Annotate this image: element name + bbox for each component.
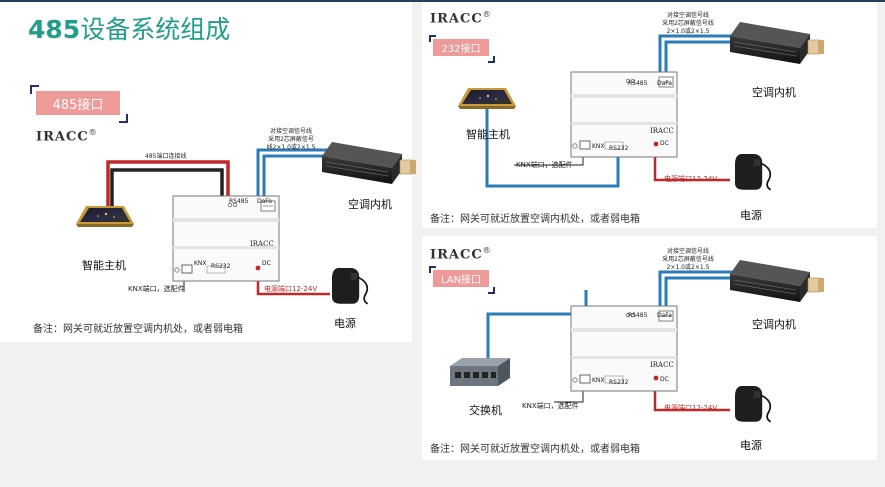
d232-blue-host-cable: [485, 108, 620, 188]
d232-brand-logo: IRACC®: [430, 10, 492, 27]
dlan-switch-label: 交换机: [469, 404, 502, 417]
d485-ac-label: 空调内机: [348, 198, 392, 211]
dlan-signal-line-3: 2×1.0或2×1.5: [666, 264, 710, 271]
dlan-blue-wire-1: [658, 270, 735, 306]
dlan-blue-wire-2: [664, 276, 735, 306]
d485-red-cable: [106, 160, 230, 207]
d485-host: [76, 206, 134, 227]
dlan-signal-line-1: 对接空调信号线: [666, 248, 709, 255]
d232-power-label: 电源: [740, 209, 762, 222]
dlan-power-label: 电源: [740, 439, 762, 452]
dlan-badge-corner-tl: [429, 266, 436, 273]
d232-gw-knx: KNX: [592, 143, 605, 150]
d232-gw-brand: IRACC: [650, 127, 674, 135]
d485-power-label: 电源: [334, 317, 356, 330]
d232-ac-label: 空调内机: [752, 86, 796, 99]
d485-gw-knx: KNX: [194, 260, 207, 267]
dlan-signal-line-2: 采用2芯屏蔽信号线: [662, 256, 714, 263]
d232-power-adapter: [734, 153, 772, 191]
d485-host-label: 智能主机: [82, 259, 126, 272]
dlan-switch: [450, 358, 510, 386]
d232-gw-rs232: RS232: [609, 145, 629, 152]
d232-badge-corner-br: [488, 56, 495, 63]
dlan-gw-brand: IRACC: [650, 361, 674, 369]
d485-signal-line-2: 采用2芯屏蔽信号: [268, 136, 314, 143]
d485-note: 备注：网关可就近放置空调内机处，或者弱电箱: [33, 324, 243, 335]
d232-blue-wire-1: [658, 34, 735, 72]
d232-host: [458, 88, 516, 109]
dlan-power-port-label: 电源端口12-24V: [664, 404, 718, 412]
top-rule: [0, 0, 885, 2]
d485-brand-logo: IRACC®: [36, 128, 98, 145]
d485-signal-line-3: 线2×1.0或2×1.5: [266, 144, 316, 151]
d485-knx-label: KNX端口，选配件: [128, 285, 185, 293]
d485-signal-line-1: 对接空调信号线: [269, 128, 312, 135]
d485-cable-label: 485端口连接线: [145, 153, 187, 160]
d232-signal-note: 对接空调信号线 采用2芯屏蔽信号线 2×1.0或2×1.5: [656, 12, 720, 36]
d232-badge-corner-tl: [429, 35, 436, 42]
d485-badge: 485接口: [36, 91, 120, 115]
d485-blue-wire-1: [256, 148, 328, 196]
dlan-gw-rs485: RS485: [628, 312, 648, 319]
d485-badge-corner-br: [119, 114, 128, 123]
d485-blue-wire-2: [262, 154, 328, 196]
d232-signal-line-1: 对接空调信号线: [666, 12, 709, 19]
d485-gw-brand: IRACC: [250, 240, 274, 248]
d232-badge: 232接口: [433, 39, 489, 56]
dlan-brand-logo: IRACC®: [430, 246, 492, 263]
d232-gw-dafa: DaFa: [657, 80, 672, 87]
d485-gw-dc: DC: [262, 260, 271, 267]
dlan-ac-label: 空调内机: [752, 318, 796, 331]
dlan-gw-knx: KNX: [592, 377, 605, 384]
d232-power-port-label: 电源端口12-24V: [664, 175, 718, 183]
d485-gw-rs232: RS232: [211, 263, 231, 270]
d232-gw-rs485: RS485: [628, 80, 648, 87]
dlan-badge-corner-br: [488, 287, 495, 294]
dlan-gw-rs232: RS232: [609, 379, 629, 386]
d232-power-line: [653, 152, 730, 182]
d232-gw-dc: DC: [660, 140, 669, 147]
dlan-ac-unit: [729, 259, 825, 303]
dlan-knx-label: KNX端口，选配件: [522, 402, 579, 410]
dlan-gw-dafa: DaFa: [657, 312, 672, 319]
d485-ac-unit: [321, 141, 417, 185]
d232-signal-line-3: 2×1.0或2×1.5: [666, 28, 710, 35]
d232-note: 备注：网关可就近放置空调内机处，或者弱电箱: [430, 214, 640, 225]
d485-black-cable: [110, 168, 224, 207]
d485-power-port-label: 电源端口12-24V: [264, 285, 318, 293]
d485-signal-note: 对接空调信号线 采用2芯屏蔽信号 线2×1.0或2×1.5: [256, 128, 326, 152]
d485-power-adapter: [331, 267, 369, 305]
dlan-power-line: [653, 388, 730, 412]
d232-knx-label: KNX端口，选配件: [516, 161, 573, 169]
dlan-power-adapter: [734, 385, 772, 423]
d232-blue-wire-2: [664, 40, 735, 72]
dlan-gw-dc: DC: [660, 376, 669, 383]
d232-signal-line-2: 采用2芯屏蔽信号线: [662, 20, 714, 27]
d232-host-label: 智能主机: [466, 128, 510, 141]
d232-ac-unit: [729, 21, 825, 65]
dlan-signal-note: 对接空调信号线 采用2芯屏蔽信号线 2×1.0或2×1.5: [656, 248, 720, 272]
d485-badge-corner-tl: [30, 85, 39, 94]
d485-gw-rs485: RS485: [229, 198, 249, 205]
d485-gw-dafa: DaFa: [257, 198, 272, 205]
dlan-badge: LAN接口: [433, 270, 489, 287]
page-title: 485设备系统组成: [28, 15, 231, 44]
dlan-note: 备注：网关可就近放置空调内机处，或者弱电箱: [430, 444, 640, 455]
